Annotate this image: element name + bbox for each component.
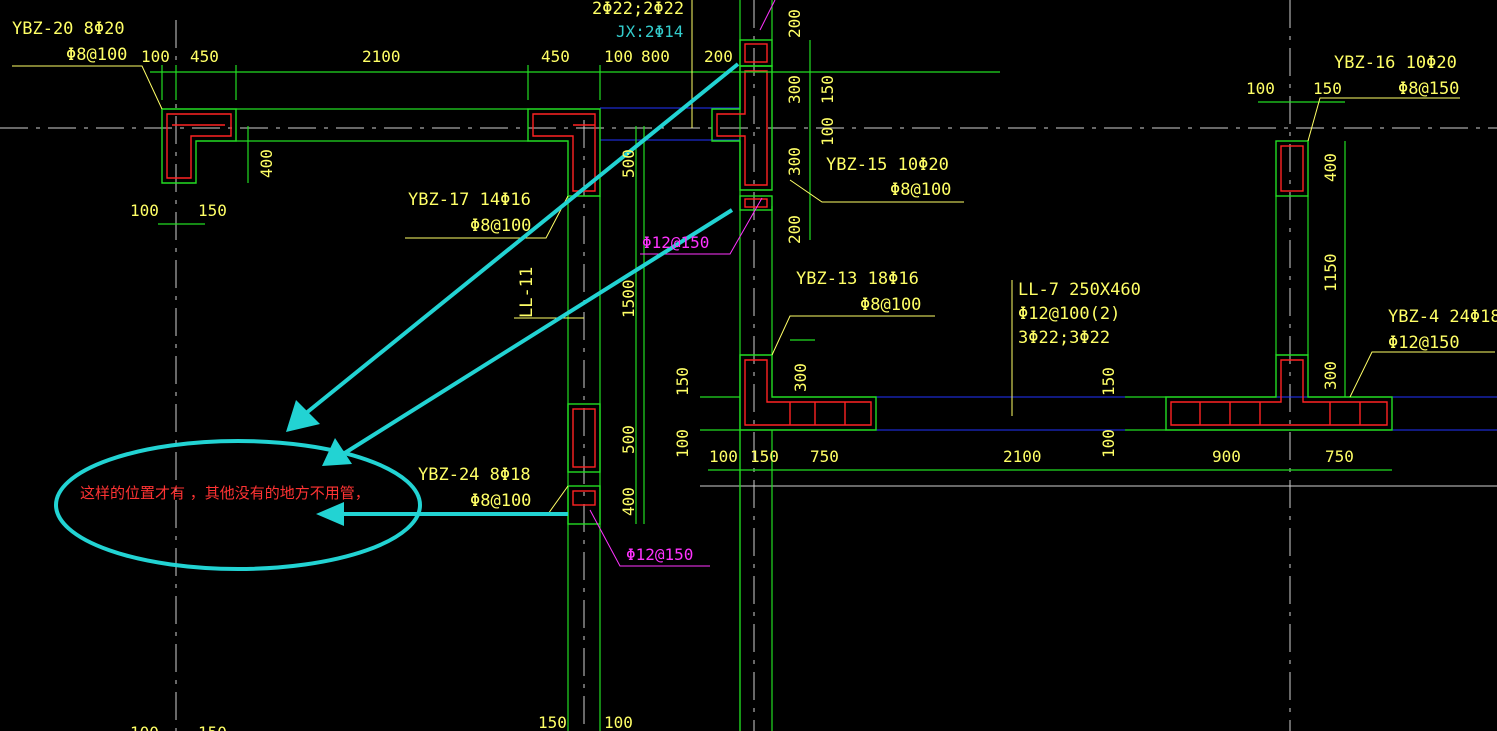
label-ybz4-stirrup: Φ12@150 (1388, 333, 1460, 353)
label-ybz20-stirrup: Φ8@100 (66, 45, 127, 65)
label-ybz13: YBZ-13 18Φ16 (796, 269, 919, 289)
dim-text: 2100 (362, 47, 401, 66)
highlight-annotation (54, 62, 740, 571)
dim-text: 100 (709, 447, 738, 466)
dim-text: 300 (785, 147, 804, 176)
dim-text: 150 (673, 367, 692, 396)
label-ll11: LL-11 (517, 267, 537, 318)
label-ll7-size: LL-7 250X460 (1018, 280, 1141, 300)
dim-text: 200 (785, 9, 804, 38)
label-top-bars: 2Φ22;2Φ22 (592, 0, 684, 19)
dim-text: 100 (130, 201, 159, 220)
dim-text: 750 (1325, 447, 1354, 466)
dim-text: 100 (818, 117, 837, 146)
dim-text: 400 (619, 487, 638, 516)
dim-text: 300 (785, 75, 804, 104)
dim-text: 150 (818, 75, 837, 104)
label-ybz20: YBZ-20 8Φ20 (12, 19, 125, 39)
dim-text: 2100 (1003, 447, 1042, 466)
dim-text: 1150 (1321, 253, 1340, 292)
dim-text: 1500 (619, 279, 638, 318)
label-ybz15-stirrup: Φ8@100 (890, 180, 951, 200)
dim-text: 500 (619, 425, 638, 454)
column-ybz4[interactable] (1165, 354, 1393, 431)
dim-text: 100 (604, 713, 633, 731)
label-ybz16: YBZ-16 10Φ20 (1334, 53, 1457, 73)
dim-text: 400 (257, 149, 276, 178)
label-jx: JX:2Φ14 (616, 22, 683, 41)
dim-text: 450 (541, 47, 570, 66)
dim-text: 150 (750, 447, 779, 466)
label-ybz15: YBZ-15 10Φ20 (826, 155, 949, 175)
dim-text: 100 (673, 429, 692, 458)
dim-text: 150 (538, 713, 567, 731)
dim-text: 400 (1321, 153, 1340, 182)
dim-text: 200 (785, 215, 804, 244)
label-ybz17: YBZ-17 14Φ16 (408, 190, 531, 210)
label-ybz17-stirrup: Φ8@100 (470, 216, 531, 236)
label-ybz4: YBZ-4 24Φ18 (1388, 307, 1497, 327)
dim-text: 150 (1313, 79, 1342, 98)
dim-text: 150 (198, 723, 227, 731)
dim-text: 800 (641, 47, 670, 66)
label-ybz13-stirrup: Φ8@100 (860, 295, 921, 315)
annotation-note: 这样的位置才有 ，其他没有的地方不用管， (80, 484, 370, 502)
dim-text: 300 (1321, 361, 1340, 390)
dim-text: 150 (198, 201, 227, 220)
dim-text: 100 (141, 47, 170, 66)
dim-text: 300 (791, 363, 810, 392)
dim-text: 100 (1246, 79, 1275, 98)
column-ybz15[interactable] (711, 39, 773, 211)
label-ybz24: YBZ-24 8Φ18 (418, 465, 531, 485)
dim-text: 100 (1099, 429, 1118, 458)
label-magenta-2: Φ12@150 (626, 545, 693, 564)
label-ll7-bars: 3Φ22;3Φ22 (1018, 328, 1110, 348)
column-ybz24[interactable] (567, 403, 601, 525)
dimension-texts: 100 450 2100 450 100 800 200 100 150 400… (130, 9, 1354, 731)
dimension-lines (150, 40, 1392, 524)
dim-text: 200 (704, 47, 733, 66)
column-ybz20[interactable] (161, 108, 237, 184)
label-magenta-1: Φ12@150 (642, 233, 709, 252)
leader-lines (12, 0, 1495, 567)
dim-text: 500 (619, 149, 638, 178)
label-ybz16-stirrup: Φ8@150 (1398, 79, 1459, 99)
dim-text: 900 (1212, 447, 1241, 466)
dim-text: 750 (810, 447, 839, 466)
dim-text: 450 (190, 47, 219, 66)
label-ll7-stirrup: Φ12@100(2) (1018, 304, 1120, 324)
column-ybz16[interactable] (1275, 140, 1309, 197)
dim-text: 100 (130, 723, 159, 731)
dim-text: 100 (604, 47, 633, 66)
label-ybz24-stirrup: Φ8@100 (470, 491, 531, 511)
dim-text: 150 (1099, 367, 1118, 396)
